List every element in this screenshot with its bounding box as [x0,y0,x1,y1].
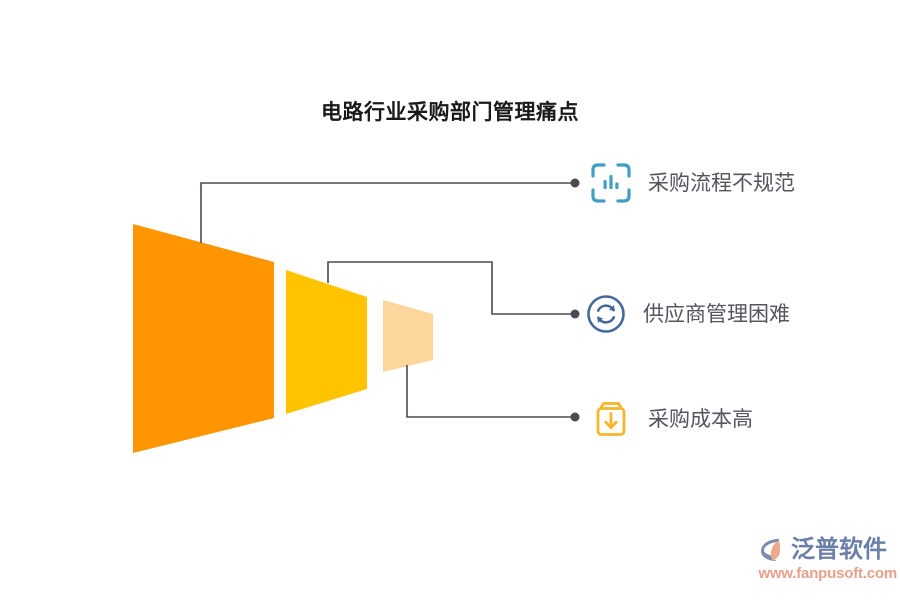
connector-dot-3 [570,412,580,422]
funnel-segment-large [133,224,274,453]
pain-point-label-3: 采购成本高 [648,407,753,431]
page-title: 电路行业采购部门管理痛点 [321,101,579,124]
box-download-icon [588,396,634,442]
bar-chart-frame-icon [588,160,634,206]
connector-dot-1 [570,178,580,188]
connector-line-1 [200,182,572,243]
pain-point-item-3[interactable]: 采购成本高 [588,396,753,442]
pain-point-label-1: 采购流程不规范 [648,171,795,195]
refresh-circle-icon [583,291,629,337]
connector-dot-2 [570,309,580,319]
logo-row: 泛普软件 [757,536,897,564]
funnel-segment-medium [286,270,367,414]
logo-name: 泛普软件 [791,536,887,563]
connector-line-2 [327,261,572,315]
logo-url: www.fanpusoft.com [758,565,897,582]
pain-point-item-1[interactable]: 采购流程不规范 [588,160,795,206]
fanpu-logo-mark-icon [757,536,787,564]
funnel-segment-small [383,300,433,372]
brand-logo: 泛普软件 www.fanpusoft.com [757,536,897,590]
pain-point-label-2: 供应商管理困难 [643,302,790,326]
connector-line-3 [406,365,572,418]
pain-point-item-2[interactable]: 供应商管理困难 [583,291,790,337]
